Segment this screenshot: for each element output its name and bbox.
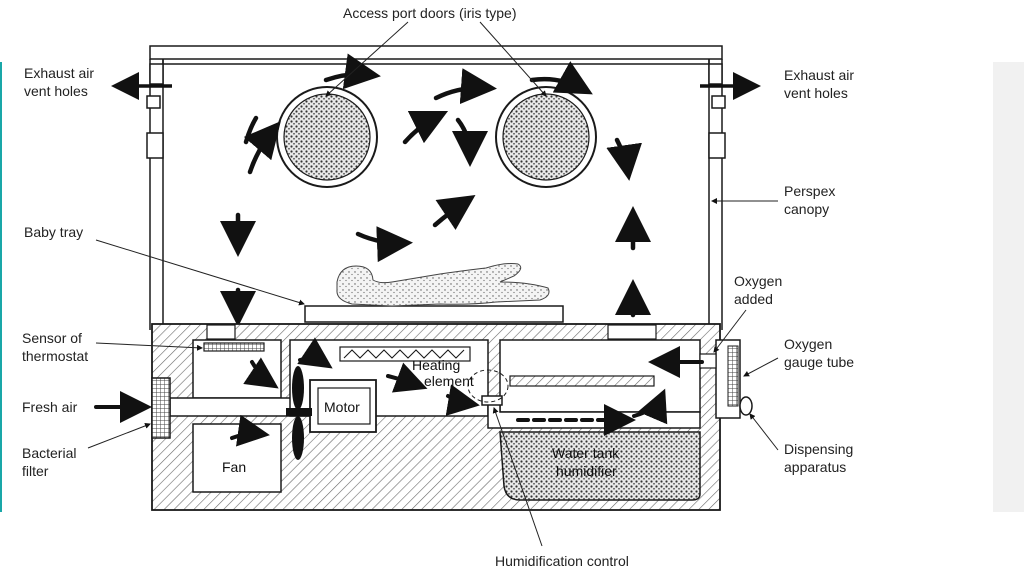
label-exhaust-right-line1: Exhaust air [784,67,854,83]
label-motor: Motor [324,399,360,415]
iris-door-left [276,86,378,188]
motor [309,379,377,433]
label-exhaust-right: Exhaust air vent holes [784,67,858,101]
label-water-tank-line2: humidifier [556,463,617,479]
label-humidification-control: Humidification control [495,553,629,569]
label-oxygen-added-line2: added [734,291,773,307]
bacterial-filter [151,377,171,439]
label-exhaust-left-line1: Exhaust air [24,65,94,81]
fan-blades [286,366,312,460]
label-bacterial-line2: filter [22,463,49,479]
label-exhaust-right-line2: vent holes [784,85,848,101]
label-water-tank-line1: Water tank [552,445,620,461]
accent-bar [0,62,2,512]
label-water-tank: Water tank humidifier [552,445,623,479]
label-baby-tray: Baby tray [24,224,83,240]
baby-figure [336,263,550,307]
baby-tray [304,305,564,323]
label-perspex-canopy: Perspex canopy [784,183,839,217]
perspex-canopy [149,45,723,330]
label-oxygen-gauge-line2: gauge tube [784,354,854,370]
label-oxygen-gauge-tube: Oxygen gauge tube [784,336,854,370]
label-sensor-thermostat: Sensor of thermostat [22,330,88,364]
heating-element [339,346,471,362]
label-perspex-line2: canopy [784,201,829,217]
label-perspex-line1: Perspex [784,183,835,199]
thermostat-sensor [203,342,265,352]
label-fan: Fan [222,459,246,475]
canopy-airflow-arrows [220,53,651,327]
label-oxygen-added-line1: Oxygen [734,273,782,289]
label-dispensing-apparatus: Dispensing apparatus [784,441,857,475]
label-sensor-line2: thermostat [22,348,88,364]
oxygen-gauge [699,339,753,419]
side-panel [993,62,1024,512]
vent-tabs [146,63,726,159]
base-airflow-arrows [94,337,704,447]
label-exhaust-left: Exhaust air vent holes [24,65,98,99]
label-sensor-line1: Sensor of [22,330,82,346]
label-dispensing-line1: Dispensing [784,441,853,457]
label-oxygen-gauge-line1: Oxygen [784,336,832,352]
label-exhaust-left-line2: vent holes [24,83,88,99]
label-bacterial-line1: Bacterial [22,445,76,461]
label-heating-element: Heating element [412,357,474,389]
label-oxygen-added: Oxygen added [734,273,786,307]
iris-door-right [495,86,597,188]
label-fresh-air: Fresh air [22,399,78,415]
water-tank [499,431,701,501]
label-access-port-doors: Access port doors (iris type) [343,5,517,21]
label-heating-line1: Heating [412,357,460,373]
label-heating-line2: element [424,373,474,389]
label-dispensing-line2: apparatus [784,459,846,475]
leader-lines [87,21,779,547]
label-bacterial-filter: Bacterial filter [22,445,80,479]
